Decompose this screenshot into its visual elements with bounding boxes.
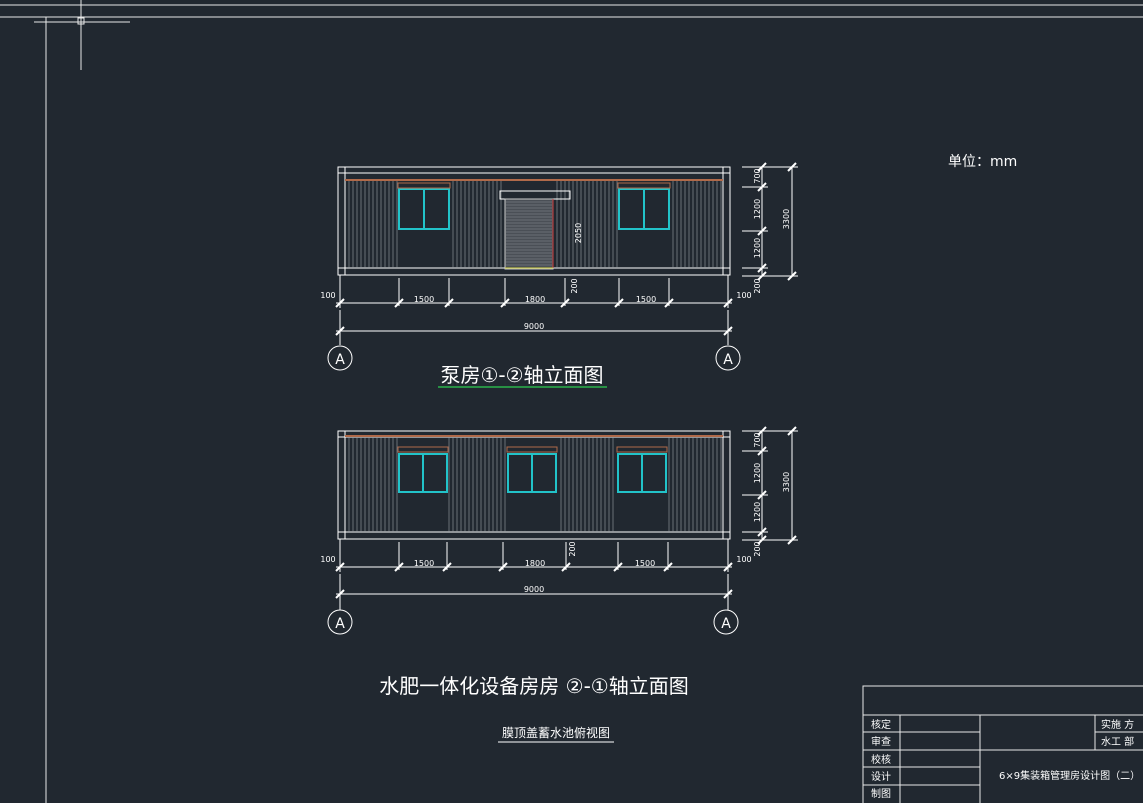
svg-text:9000: 9000 xyxy=(524,585,544,594)
title-block xyxy=(862,685,1143,803)
svg-text:3300: 3300 xyxy=(782,209,791,229)
elevation-1 xyxy=(327,162,798,388)
grid-label-right: A xyxy=(723,352,733,368)
svg-text:2050: 2050 xyxy=(574,223,583,243)
grid-bubble-right xyxy=(715,345,741,371)
svg-text:1200: 1200 xyxy=(753,502,762,522)
svg-text:1500: 1500 xyxy=(414,559,434,568)
svg-text:水工 部: 水工 部 xyxy=(1101,735,1134,748)
svg-text:实施 方: 实施 方 xyxy=(1101,718,1134,731)
elevation-2-title: 水肥一体化设备房房 ②-①轴立面图 xyxy=(379,674,688,698)
elevation-1-title: 泵房①-②轴立面图 xyxy=(440,363,603,387)
svg-text:制图: 制图 xyxy=(871,787,891,800)
svg-text:核定: 核定 xyxy=(871,718,891,731)
svg-text:100: 100 xyxy=(736,291,751,300)
grid-label-left: A xyxy=(335,352,345,368)
svg-text:700: 700 xyxy=(753,168,762,183)
svg-text:1200: 1200 xyxy=(753,463,762,483)
svg-text:100: 100 xyxy=(736,555,751,564)
svg-text:700: 700 xyxy=(753,432,762,447)
window-left xyxy=(398,188,450,230)
svg-text:1200: 1200 xyxy=(753,199,762,219)
elevation-1-labels: 700 1200 1200 200 3300 2050 200 100 100 … xyxy=(320,168,791,387)
svg-text:1500: 1500 xyxy=(636,295,656,304)
drawing-title: 6×9集装箱管理房设计图（二） xyxy=(999,769,1140,782)
svg-text:A: A xyxy=(335,616,345,632)
elevation-2 xyxy=(327,426,798,635)
elevation-2-labels: 700 1200 1200 200 3300 200 100 100 1500 … xyxy=(320,432,791,743)
svg-text:A: A xyxy=(721,616,731,632)
svg-text:200: 200 xyxy=(753,278,762,293)
svg-text:校核: 校核 xyxy=(871,753,891,766)
title-block-text: 核定 审查 校核 设计 制图 实施 方 水工 部 6×9集装箱管理房设计图（二） xyxy=(871,718,1140,800)
grid-bubble-left xyxy=(327,345,353,371)
svg-text:设计: 设计 xyxy=(871,770,891,783)
unit-label: 单位：mm xyxy=(948,154,1017,170)
svg-text:100: 100 xyxy=(320,291,335,300)
svg-text:200: 200 xyxy=(753,541,762,556)
svg-text:3300: 3300 xyxy=(782,472,791,492)
svg-text:9000: 9000 xyxy=(524,322,544,331)
svg-text:1500: 1500 xyxy=(635,559,655,568)
next-drawing-title: 膜顶盖蓄水池俯视图 xyxy=(502,725,610,740)
svg-text:1200: 1200 xyxy=(753,238,762,258)
svg-text:1500: 1500 xyxy=(414,295,434,304)
svg-text:审查: 审查 xyxy=(871,735,891,748)
svg-text:100: 100 xyxy=(320,555,335,564)
roller-door xyxy=(499,190,571,270)
svg-text:1800: 1800 xyxy=(525,295,545,304)
svg-text:1800: 1800 xyxy=(525,559,545,568)
svg-text:200: 200 xyxy=(570,278,579,293)
window-right xyxy=(618,188,670,230)
svg-text:200: 200 xyxy=(568,541,577,556)
